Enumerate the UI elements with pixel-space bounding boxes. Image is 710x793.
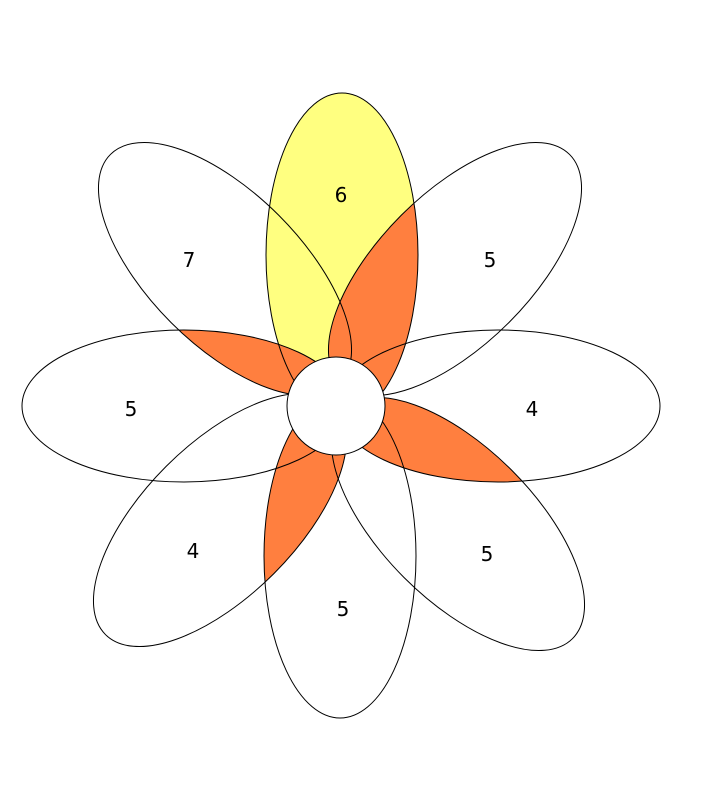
overlap-bottom-lower-left <box>264 394 347 647</box>
petal-label-top: 6 <box>335 183 348 207</box>
petal-label-lower-left: 4 <box>187 539 200 563</box>
petal-label-upper-right: 5 <box>484 248 497 272</box>
overlap-top-upper-right <box>328 142 418 396</box>
overlap-right-lower-right <box>336 397 585 482</box>
petal-label-right: 4 <box>526 397 539 421</box>
petal-labels: 6 5 4 5 5 4 5 7 <box>125 183 539 621</box>
petal-label-lower-right: 5 <box>481 542 494 566</box>
petal-label-bottom: 5 <box>337 597 350 621</box>
center-circle <box>286 356 386 456</box>
petal-label-left: 5 <box>125 397 138 421</box>
petal-label-upper-left: 7 <box>183 248 196 272</box>
